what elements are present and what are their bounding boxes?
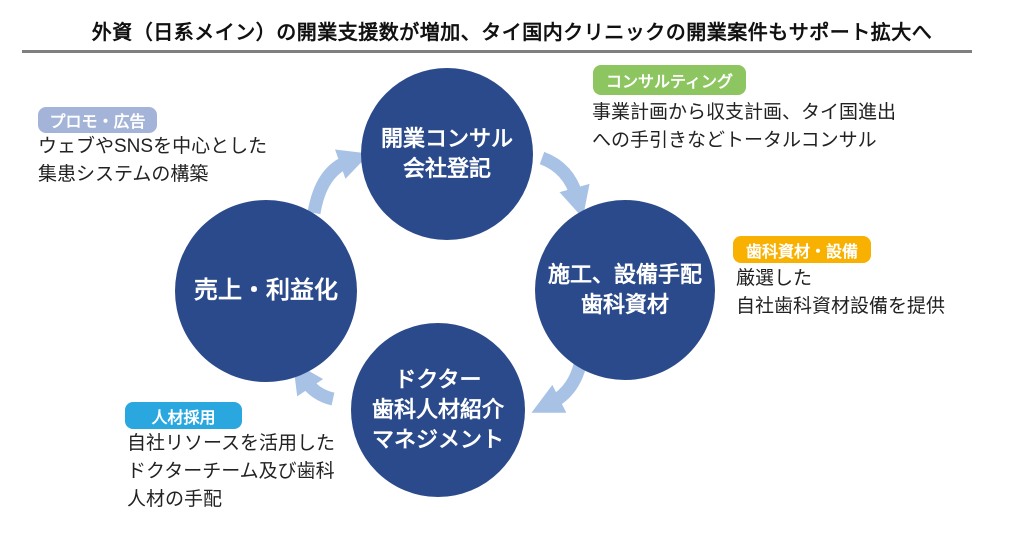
cycle-node-doctor-hr-management: ドクター 歯科人材紹介 マネジメント xyxy=(351,323,525,497)
cycle-node-sales-profit: 売上・利益化 xyxy=(175,200,357,382)
recruit-description: 自社リソースを活用した ドクターチーム及び歯科 人材の手配 xyxy=(127,433,336,510)
node-label: 施工、設備手配 歯科資材 xyxy=(547,262,702,317)
arrow-right-to-bottom-icon xyxy=(531,363,587,413)
node-label: 売上・利益化 xyxy=(194,277,338,304)
cycle-node-construction-equipment: 施工、設備手配 歯科資材 xyxy=(535,200,715,380)
badge-consulting: コンサルティング xyxy=(593,65,746,95)
page-title: 外資（日系メイン）の開業支援数が増加、タイ国内クリニックの開業案件もサポート拡大… xyxy=(91,22,933,44)
arrow-left-to-top-icon xyxy=(307,149,370,215)
arrow-bottom-to-left-icon xyxy=(292,361,335,406)
badge-dental-materials: 歯科資材・設備 xyxy=(733,236,871,263)
title-underline xyxy=(22,50,972,53)
cycle-node-opening-consult: 開業コンサル 会社登記 xyxy=(361,68,533,240)
badge-recruit: 人材採用 xyxy=(125,402,242,429)
dental-description: 厳選した 自社歯科資材設備を提供 xyxy=(736,268,946,317)
badge-promo: プロモ・広告 xyxy=(38,107,157,133)
arrow-top-to-right-icon xyxy=(539,151,590,219)
node-label: 開業コンサル 会社登記 xyxy=(380,126,513,181)
promo-description: ウェブやSNSを中心とした 集患システムの構築 xyxy=(38,136,268,185)
node-label: ドクター 歯科人材紹介 マネジメント xyxy=(371,367,504,452)
consulting-description: 事業計画から収支計画、タイ国進出 への手引きなどトータルコンサル xyxy=(592,102,897,151)
